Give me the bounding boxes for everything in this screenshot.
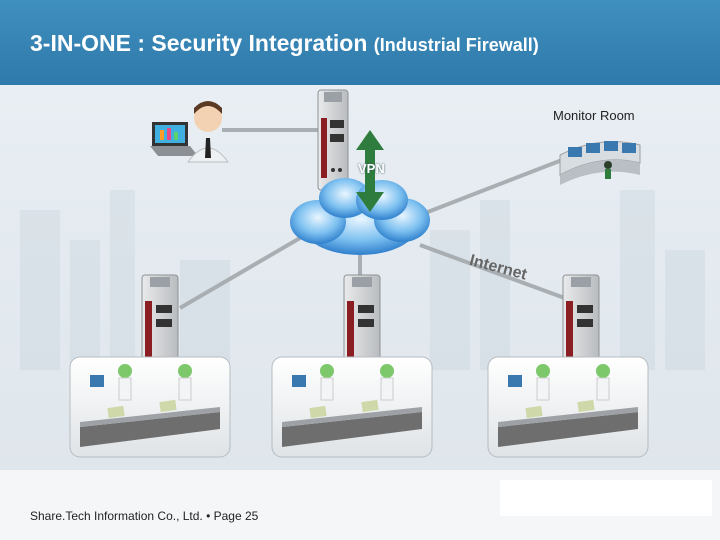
firewall-device-top	[317, 89, 349, 191]
monitor-room-icon	[559, 141, 641, 185]
firewall-device-left	[141, 274, 179, 376]
line-cloud-to-right	[419, 243, 571, 302]
title-sub: (Industrial Firewall)	[373, 35, 539, 55]
administrator-figure	[150, 101, 229, 163]
firewall-device-center	[343, 274, 381, 376]
firewall-device-right	[562, 274, 600, 376]
footer-text: Share.Tech Information Co., Ltd. • Page …	[30, 509, 259, 523]
header-bar	[0, 0, 720, 85]
vpn-arrow	[356, 130, 384, 212]
factory-panel-center	[271, 356, 433, 458]
skyline-shapes	[20, 190, 705, 370]
line-cloud-to-left	[178, 236, 302, 310]
page-title: 3-IN-ONE : Security Integration (Industr…	[30, 30, 539, 57]
factory-panel-left	[69, 356, 231, 458]
line-cloud-to-monitor	[419, 158, 563, 217]
footer-blank-box	[500, 480, 712, 516]
vpn-label: VPN	[358, 161, 385, 176]
internet-cloud	[290, 178, 430, 255]
title-main: 3-IN-ONE : Security Integration	[30, 30, 368, 56]
factory-panel-right	[487, 356, 649, 458]
monitor-room-label: Monitor Room	[553, 108, 635, 123]
connection-lines	[178, 128, 571, 310]
